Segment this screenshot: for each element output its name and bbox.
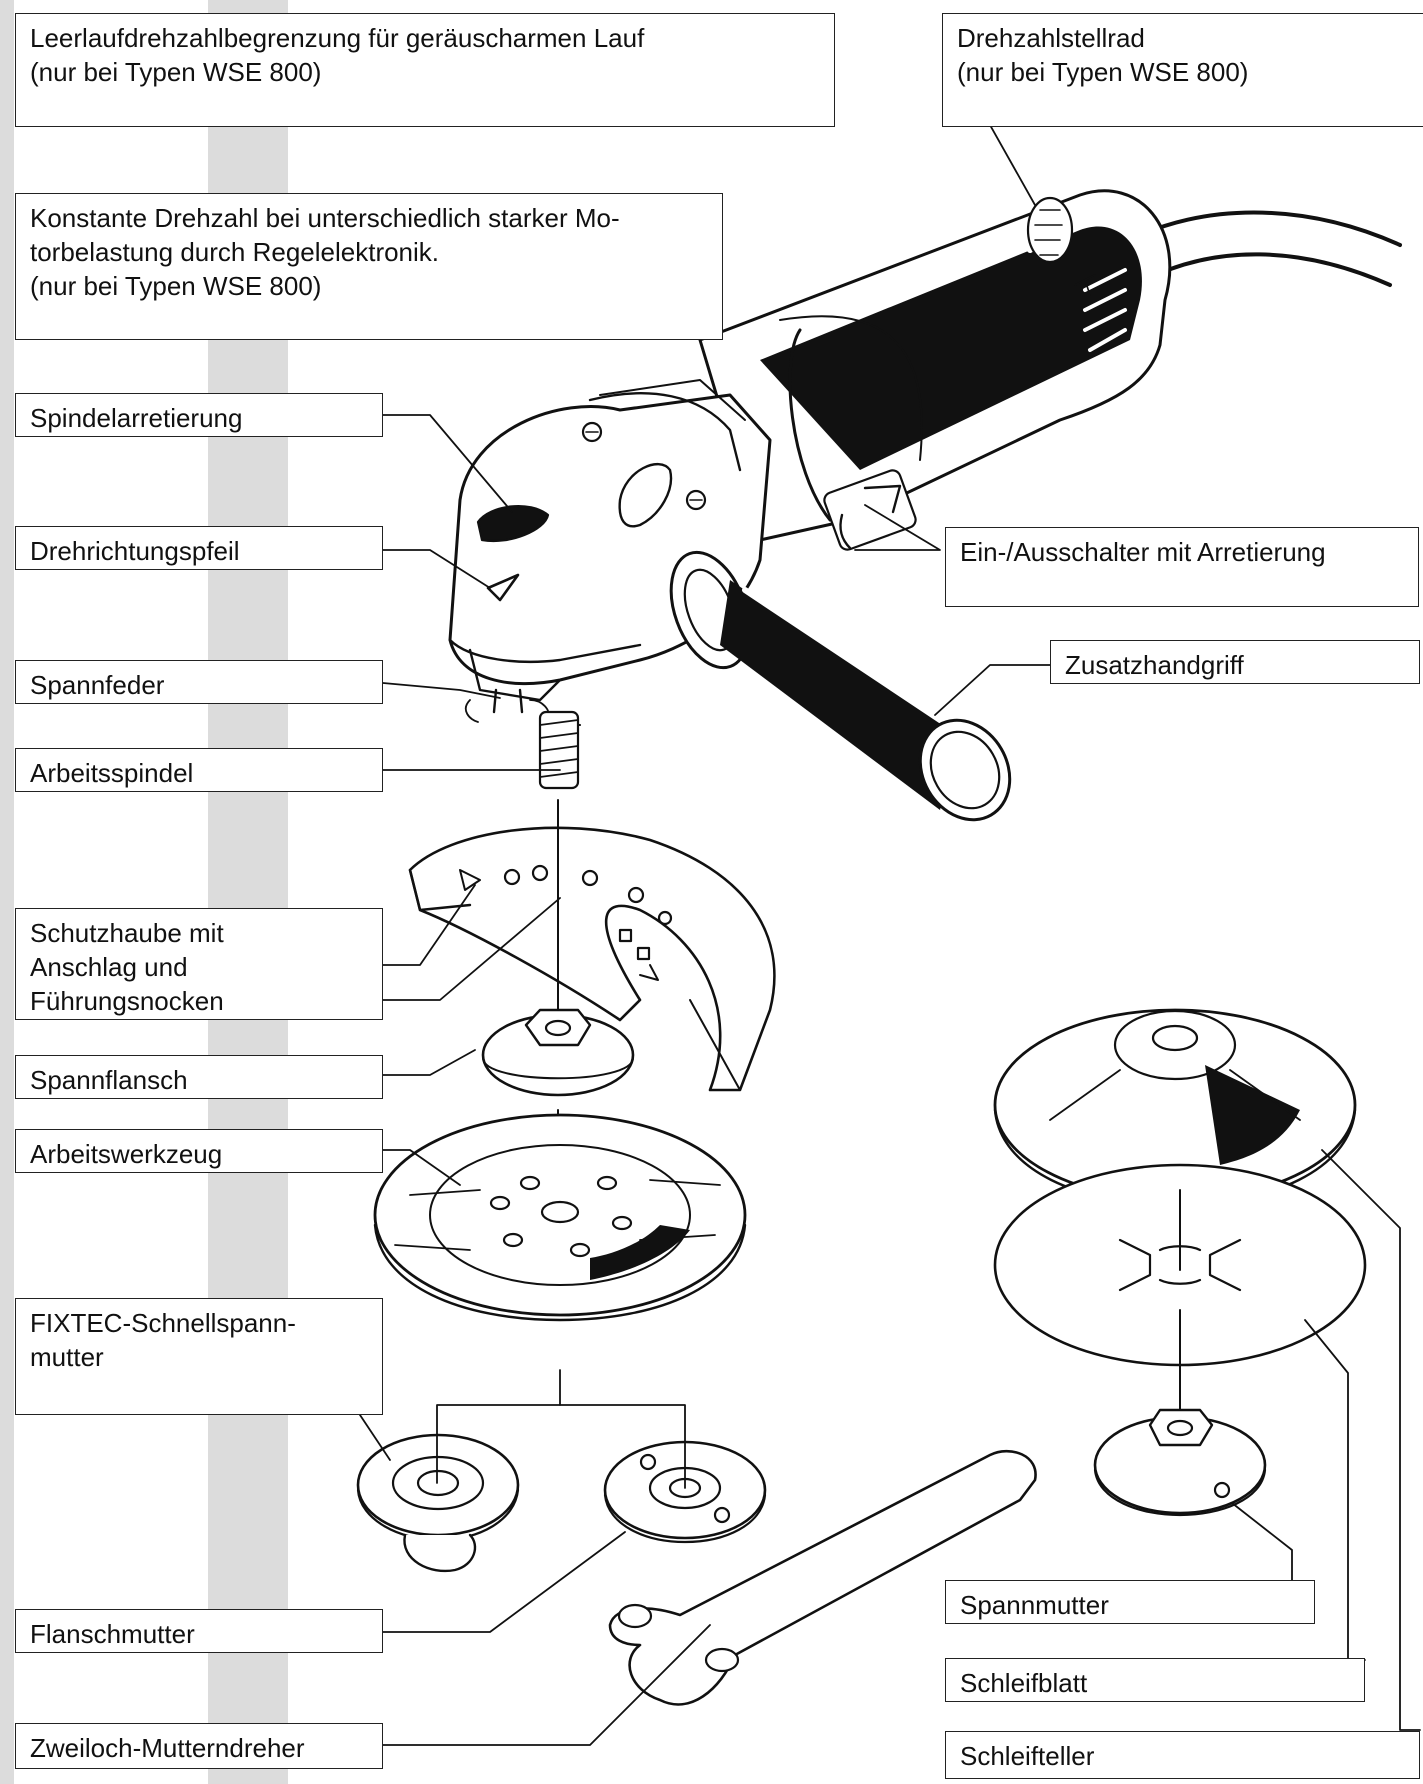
spindle xyxy=(465,688,581,790)
label-aux-handle: Zusatzhandgriff xyxy=(1050,640,1420,684)
work-tool-disc xyxy=(373,1113,747,1322)
label-fixtec-nut: FIXTEC-Schnellspann- mutter xyxy=(15,1298,383,1415)
motor-housing xyxy=(698,189,1172,542)
label-pin-spanner: Zweiloch-Mutterndreher xyxy=(15,1723,383,1769)
guard xyxy=(408,826,776,1092)
clamp-flange xyxy=(481,1008,635,1097)
label-rotation-arrow: Drehrichtungspfeil xyxy=(15,526,383,570)
label-backing-pad: Schleifteller xyxy=(945,1731,1420,1779)
label-flange-nut: Flanschmutter xyxy=(15,1609,383,1653)
aux-handle xyxy=(669,550,1012,822)
label-clamp-nut: Spannmutter xyxy=(945,1580,1315,1624)
label-constant-speed: Konstante Drehzahl bei unterschiedlich s… xyxy=(15,193,723,340)
label-speed-wheel: Drehzahlstellrad (nur bei Typen WSE 800) xyxy=(942,13,1423,127)
label-spindle-lock: Spindelarretierung xyxy=(15,393,383,437)
label-sanding-sheet: Schleifblatt xyxy=(945,1658,1365,1702)
label-clamp-flange: Spannflansch xyxy=(15,1055,383,1099)
clamp-nut xyxy=(1093,1408,1267,1517)
label-work-tool: Arbeitswerkzeug xyxy=(15,1129,383,1173)
pin-spanner xyxy=(608,1449,1037,1706)
label-work-spindle: Arbeitsspindel xyxy=(15,748,383,792)
label-idle-speed-limiter: Leerlaufdrehzahlbegrenzung für geräuscha… xyxy=(15,13,835,127)
fixtec-nut xyxy=(356,1433,520,1573)
label-clamp-spring: Spannfeder xyxy=(15,660,383,704)
label-on-off-switch: Ein-/Ausschalter mit Arretierung xyxy=(945,527,1419,607)
label-guard: Schutzhaube mit Anschlag und Führungsnoc… xyxy=(15,908,383,1020)
on-off-switch xyxy=(823,469,917,551)
margin-strip-1 xyxy=(0,0,14,1784)
